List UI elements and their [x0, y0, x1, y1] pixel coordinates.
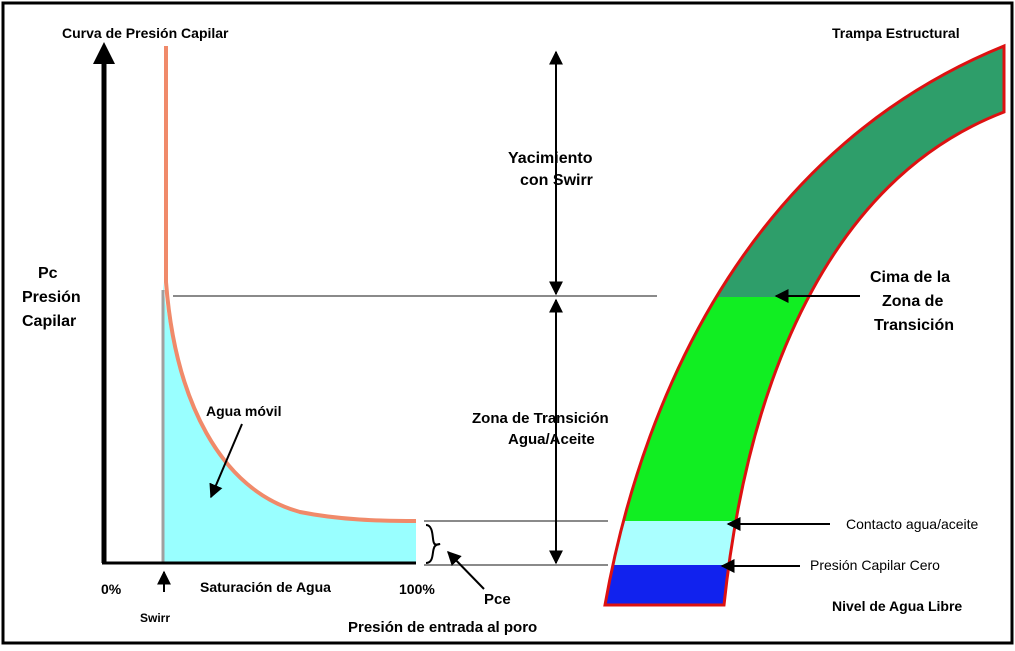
x-max-label: 100% [399, 581, 435, 597]
pce-brace [425, 524, 441, 564]
yacimiento-label-2: con Swirr [520, 172, 593, 189]
cima-label-3: Transición [874, 317, 954, 334]
y-axis-label-3: Capilar [22, 313, 76, 330]
trap-outline [603, 43, 1006, 607]
agua-movil-label: Agua móvil [206, 403, 281, 419]
contacto-label: Contacto agua/aceite [846, 516, 979, 532]
nivel-agua-label: Nivel de Agua Libre [832, 598, 962, 614]
cima-label-1: Cima de la [870, 269, 950, 286]
y-axis-label-2: Presión [22, 289, 81, 306]
pce-caption: Presión de entrada al poro [348, 619, 537, 636]
x-axis-title: Saturación de Agua [200, 579, 331, 595]
y-axis-arrowhead [93, 42, 115, 64]
pce-arrow [447, 550, 485, 590]
agua-movil-area [163, 282, 416, 563]
cima-label-2: Zona de [882, 293, 943, 310]
agua-movil-arrow [209, 423, 243, 499]
transicion-label-1: Zona de Transición [472, 410, 609, 427]
presion-cero-label: Presión Capilar Cero [810, 557, 940, 573]
pce-label: Pce [484, 591, 511, 608]
title-right: Trampa Estructural [832, 25, 960, 41]
transicion-label-2: Agua/Aceite [508, 431, 595, 448]
yacimiento-label-1: Yacimiento [508, 150, 593, 167]
title-left: Curva de Presión Capilar [62, 25, 229, 41]
capillary-curve [164, 46, 417, 523]
x-min-label: 0% [101, 581, 122, 597]
y-axis-label-1: Pc [38, 265, 58, 282]
swirr-label: Swirr [140, 611, 170, 625]
